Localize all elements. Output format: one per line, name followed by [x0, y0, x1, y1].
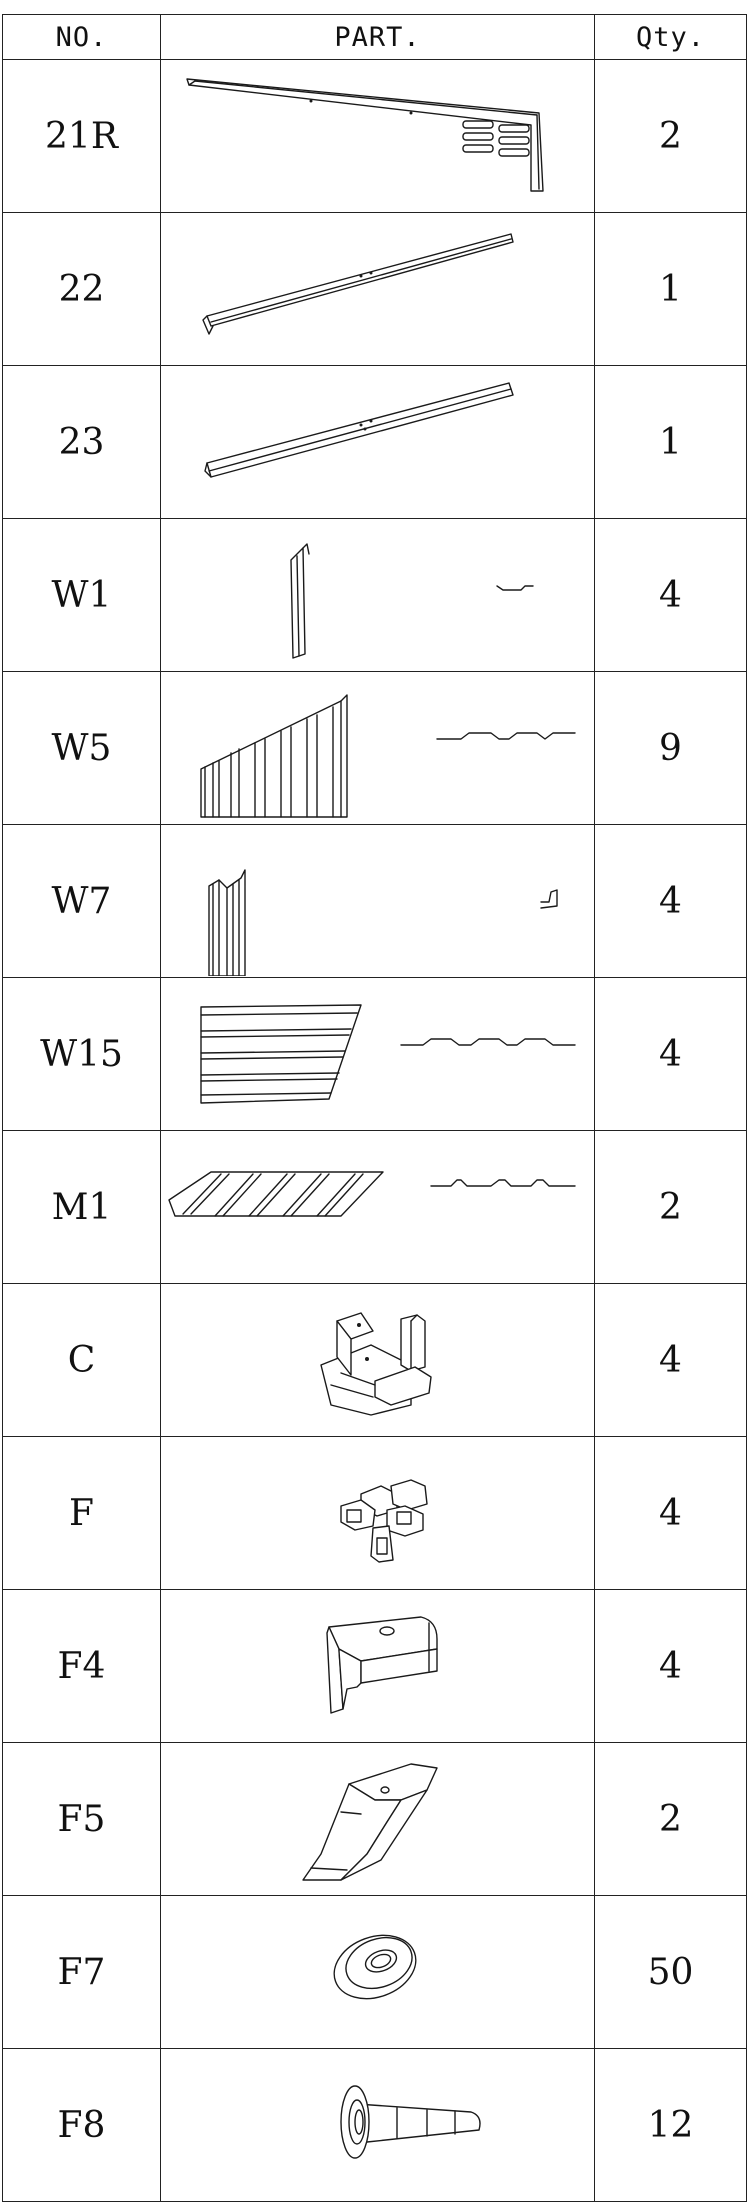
- table-row: 22 1: [2, 212, 747, 366]
- header-part: PART.: [160, 14, 595, 60]
- triangular-brace-icon: [186, 78, 544, 192]
- narrow-wall-panel-icon: [290, 543, 534, 659]
- part-number: F5: [2, 1742, 161, 1896]
- part-qty: 4: [594, 1436, 747, 1590]
- table-row: F8 12: [2, 2048, 747, 2202]
- table-row: W15 4: [2, 977, 747, 1131]
- wall-anchor-icon: [340, 2085, 481, 2159]
- part-qty: 1: [594, 212, 747, 366]
- part-qty: 4: [594, 1589, 747, 1743]
- part-number: M1: [2, 1130, 161, 1284]
- table-row: F5 2: [2, 1742, 747, 1896]
- part-drawing: [160, 1283, 595, 1437]
- part-number: 22: [2, 212, 161, 366]
- part-drawing: [160, 1742, 595, 1896]
- part-number: W7: [2, 824, 161, 978]
- part-number: F4: [2, 1589, 161, 1743]
- part-number: F7: [2, 1895, 161, 2049]
- corner-cap-icon: [326, 1616, 438, 1714]
- part-qty: 4: [594, 824, 747, 978]
- part-drawing: [160, 59, 595, 213]
- part-drawing: [160, 365, 595, 519]
- part-drawing: [160, 671, 595, 825]
- part-qty: 12: [594, 2048, 747, 2202]
- washer-icon: [333, 1934, 417, 2000]
- corner-connector-icon: [320, 1312, 432, 1416]
- part-drawing: [160, 212, 595, 366]
- part-drawing: [160, 1589, 595, 1743]
- part-number: 21R: [2, 59, 161, 213]
- part-qty: 2: [594, 1742, 747, 1896]
- table-row: C 4: [2, 1283, 747, 1437]
- part-qty: 50: [594, 1895, 747, 2049]
- table-row: W5 9: [2, 671, 747, 825]
- table-row: 21R 2: [2, 59, 747, 213]
- header-qty: Qty.: [594, 14, 747, 60]
- edge-wall-panel-icon: [208, 869, 558, 976]
- part-number: W15: [2, 977, 161, 1131]
- ridge-cap-icon: [302, 1763, 438, 1881]
- table-row: F4 4: [2, 1589, 747, 1743]
- part-drawing: [160, 1130, 595, 1284]
- part-drawing: [160, 824, 595, 978]
- part-drawing: [160, 1436, 595, 1590]
- parts-table: NO. PART. Qty. 21R: [2, 14, 747, 2202]
- cross-connector-icon: [340, 1479, 428, 1563]
- part-drawing: [160, 2048, 595, 2202]
- part-drawing: [160, 1895, 595, 2049]
- table-row: W7 4: [2, 824, 747, 978]
- angle-rail-icon: [202, 233, 514, 335]
- part-number: C: [2, 1283, 161, 1437]
- part-qty: 4: [594, 518, 747, 672]
- part-qty: 2: [594, 1130, 747, 1284]
- horizontal-wall-panel-icon: [200, 1004, 576, 1104]
- part-qty: 4: [594, 1283, 747, 1437]
- part-drawing: [160, 977, 595, 1131]
- table-row: F7 50: [2, 1895, 747, 2049]
- corrugated-wall-panel-icon: [200, 694, 576, 818]
- table-row: M1 2: [2, 1130, 747, 1284]
- header-row: NO. PART. Qty.: [2, 14, 747, 60]
- table-row: W1 4: [2, 518, 747, 672]
- table-row: F 4: [2, 1436, 747, 1590]
- part-number: W5: [2, 671, 161, 825]
- part-number: F8: [2, 2048, 161, 2202]
- angle-rail-icon: [204, 382, 514, 478]
- part-drawing: [160, 518, 595, 672]
- header-no: NO.: [2, 14, 161, 60]
- part-number: W1: [2, 518, 161, 672]
- table-row: 23 1: [2, 365, 747, 519]
- part-qty: 2: [594, 59, 747, 213]
- part-qty: 9: [594, 671, 747, 825]
- part-qty: 4: [594, 977, 747, 1131]
- part-qty: 1: [594, 365, 747, 519]
- roof-panel-icon: [168, 1171, 576, 1217]
- part-number: 23: [2, 365, 161, 519]
- part-number: F: [2, 1436, 161, 1590]
